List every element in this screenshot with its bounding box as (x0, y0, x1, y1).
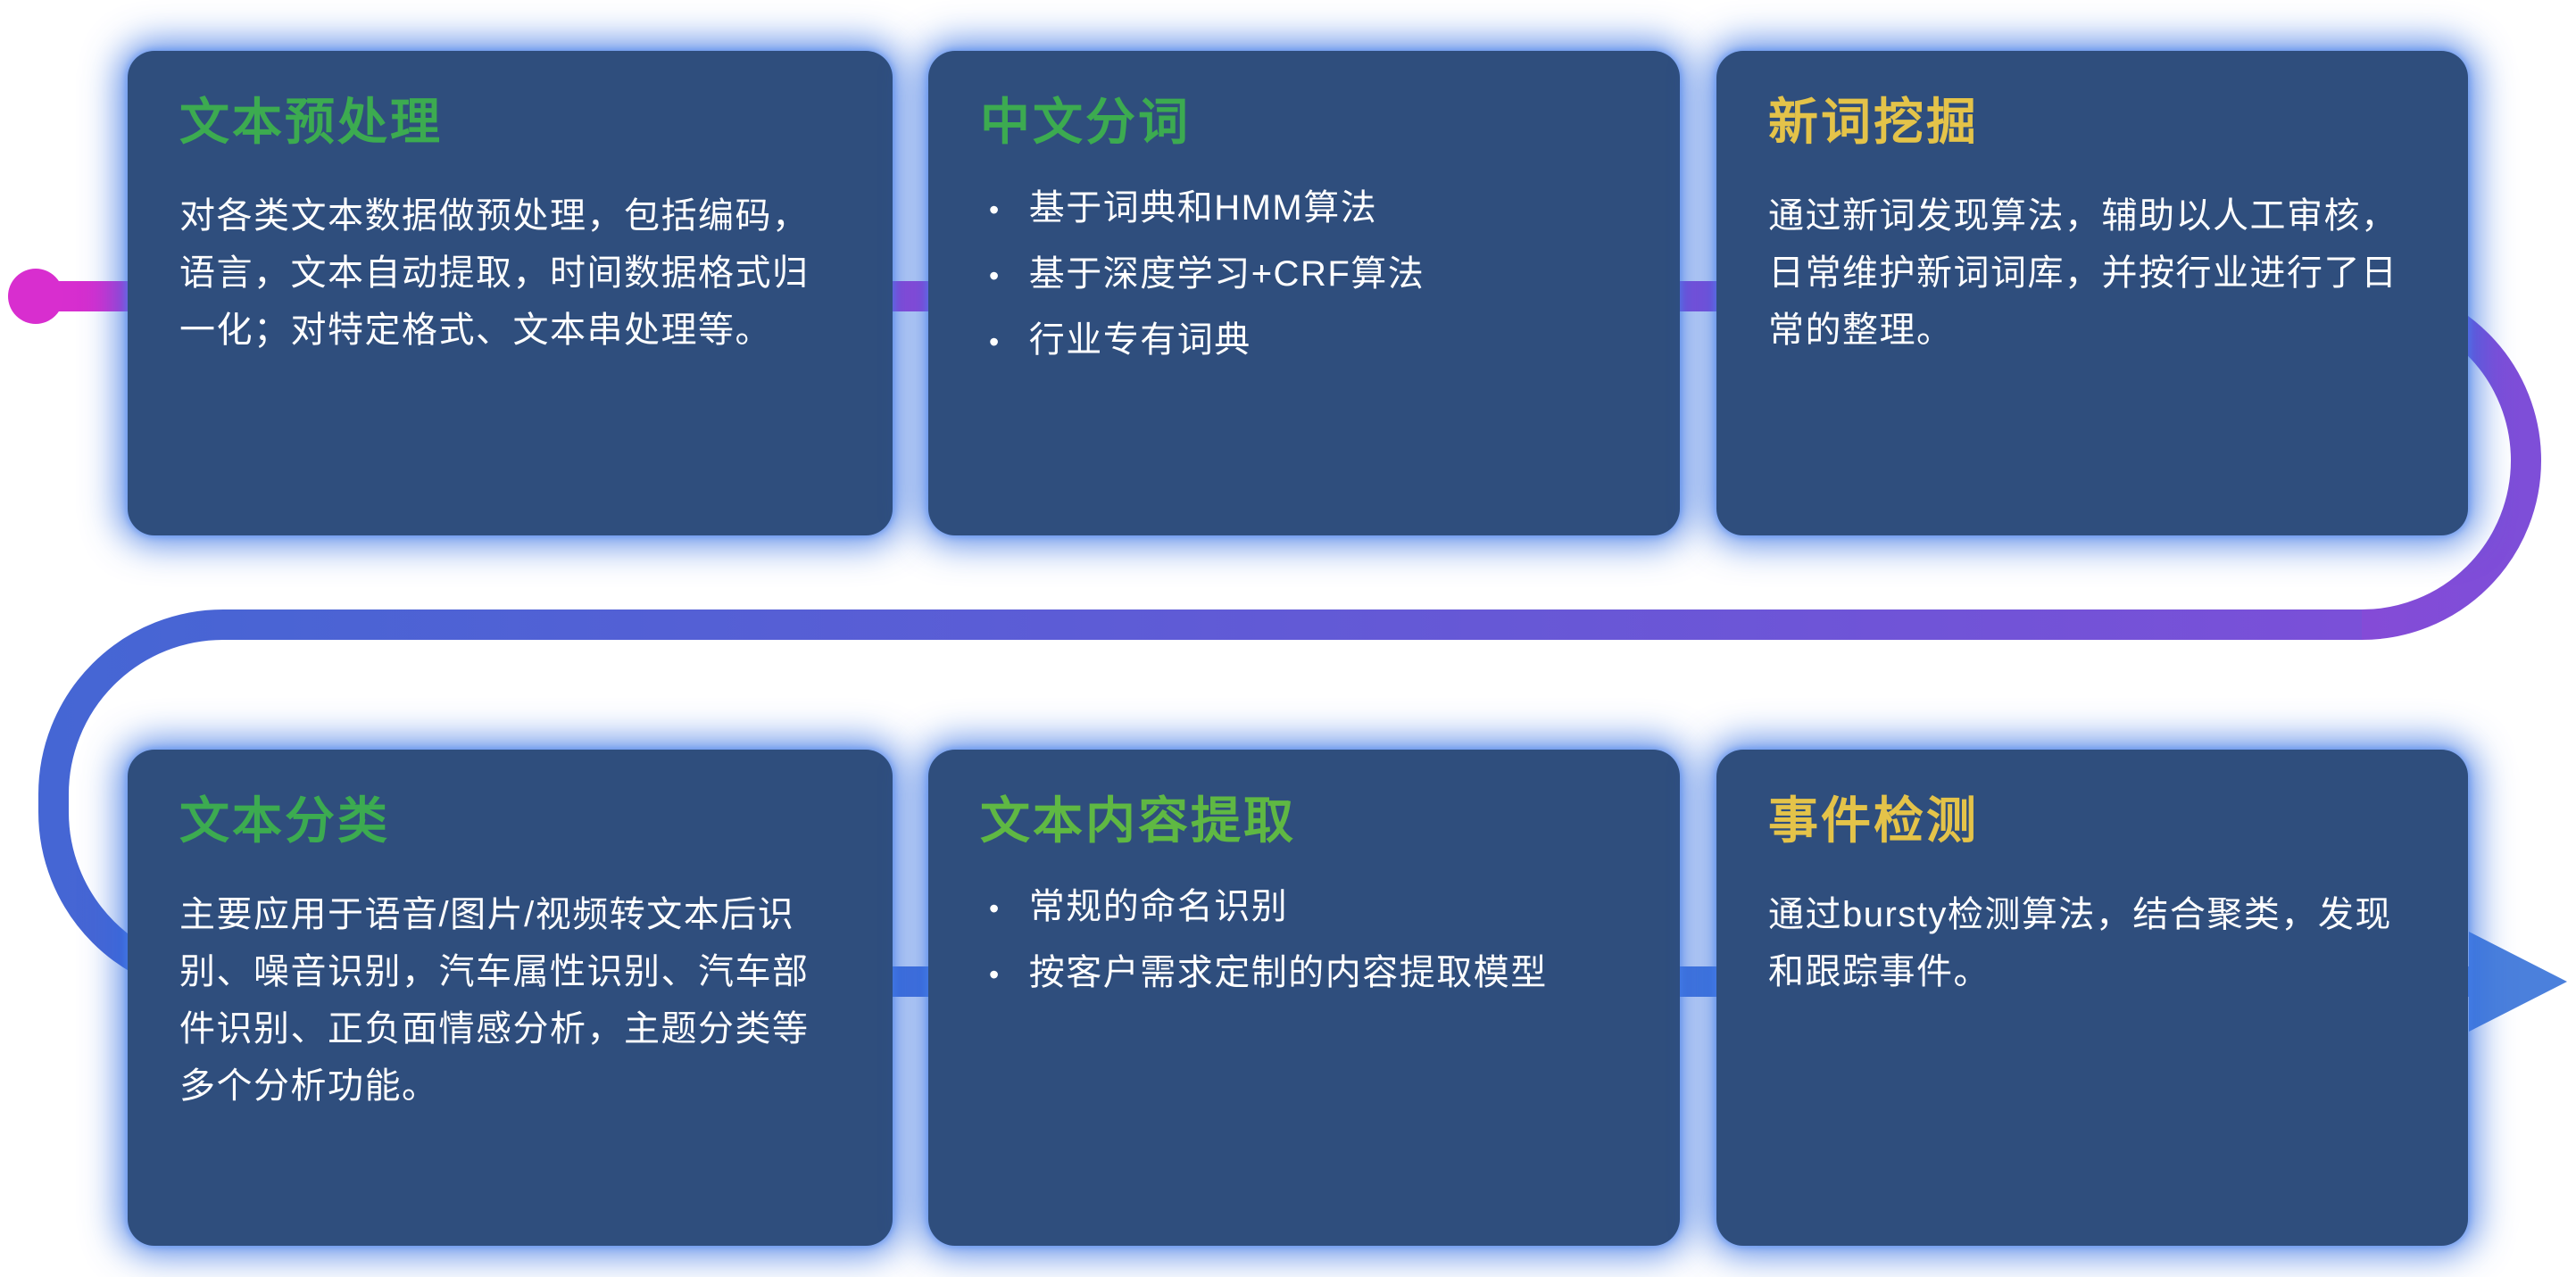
bullet-text: 按客户需求定制的内容提取模型 (1028, 953, 1548, 993)
bullet-item: • 按客户需求定制的内容提取模型 (980, 952, 1628, 993)
bullet-text: 基于深度学习+CRF算法 (1028, 254, 1425, 294)
card-title: 文本分类 (179, 792, 390, 849)
bullet-text: 行业专有词典 (1028, 320, 1251, 361)
bullet-item: • 常规的命名识别 (980, 886, 1628, 927)
bullet-item: • 行业专有词典 (980, 319, 1628, 361)
card-text-classification: 文本分类 主要应用于语音/图片/视频转文本后识别、噪音识别，汽车属性识别、汽车部… (128, 750, 893, 1246)
flow-start-dot-icon (8, 269, 63, 324)
card-title: 文本内容提取 (980, 792, 1296, 849)
card-text-preprocessing: 文本预处理 对各类文本数据做预处理，包括编码，语言，文本自动提取，时间数据格式归… (128, 51, 893, 535)
card-text-content-extraction: 文本内容提取 • 常规的命名识别 • 按客户需求定制的内容提取模型 (928, 750, 1680, 1246)
card-new-word-mining: 新词挖掘 通过新词发现算法，辅助以人工审核，日常维护新词词库，并按行业进行了日常… (1716, 51, 2468, 535)
bullet-dot-icon: • (989, 260, 1001, 293)
bullet-dot-icon: • (989, 892, 1001, 925)
bullet-text: 基于词典和HMM算法 (1028, 188, 1378, 228)
bullet-text: 常规的命名识别 (1028, 887, 1289, 927)
card-body: 对各类文本数据做预处理，包括编码，语言，文本自动提取，时间数据格式归一化；对特定… (179, 196, 810, 351)
bullet-dot-icon: • (989, 326, 1001, 359)
bullet-dot-icon: • (989, 194, 1001, 227)
card-bullet-list: • 常规的命名识别 • 按客户需求定制的内容提取模型 (980, 886, 1628, 993)
card-body: 通过新词发现算法，辅助以人工审核，日常维护新词词库，并按行业进行了日常的整理。 (1768, 196, 2398, 351)
card-chinese-word-segmentation: 中文分词 • 基于词典和HMM算法 • 基于深度学习+CRF算法 • 行业专有词… (928, 51, 1680, 535)
card-title: 中文分词 (980, 94, 1191, 150)
card-body: 通过bursty检测算法，结合聚类，发现和跟踪事件。 (1768, 895, 2392, 992)
card-title: 文本预处理 (179, 94, 443, 150)
bullet-item: • 基于深度学习+CRF算法 (980, 253, 1628, 294)
card-bullet-list: • 基于词典和HMM算法 • 基于深度学习+CRF算法 • 行业专有词典 (980, 187, 1628, 361)
card-event-detection: 事件检测 通过bursty检测算法，结合聚类，发现和跟踪事件。 (1716, 750, 2468, 1246)
card-title: 事件检测 (1768, 792, 1979, 849)
flow-end-arrow-icon (2469, 932, 2567, 1032)
bullet-item: • 基于词典和HMM算法 (980, 187, 1628, 228)
card-body: 主要应用于语音/图片/视频转文本后识别、噪音识别，汽车属性识别、汽车部件识别、正… (179, 895, 810, 1107)
bullet-dot-icon: • (989, 958, 1001, 991)
card-title: 新词挖掘 (1768, 94, 1979, 150)
